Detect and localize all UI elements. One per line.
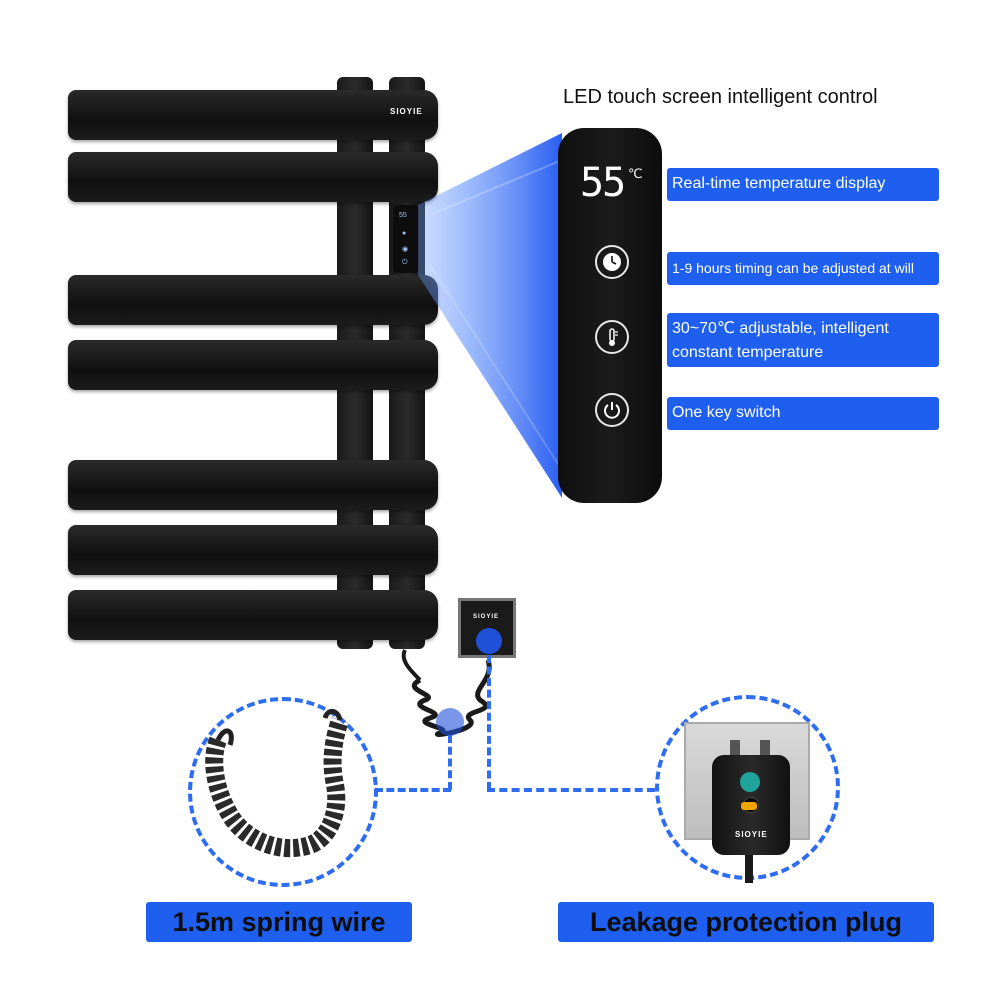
rail-control-strip xyxy=(393,205,419,273)
plug-test-button[interactable] xyxy=(740,772,760,792)
feature-timing: 1-9 hours timing can be adjusted at will xyxy=(667,252,939,285)
plug-reset-button[interactable] xyxy=(741,802,757,810)
socket-brand-logo: SIOYIE xyxy=(473,614,500,620)
panel-temperature: 55 xyxy=(580,160,626,206)
connector-line-wire xyxy=(448,735,452,790)
panel-temperature-unit: ℃ xyxy=(628,166,643,181)
thermometer-icon[interactable] xyxy=(595,320,629,354)
power-icon: ⏻ xyxy=(402,259,408,266)
control-headline: LED touch screen intelligent control xyxy=(563,86,878,108)
rail-mini-temp: 55 xyxy=(399,212,407,219)
rail-bar xyxy=(68,460,438,510)
spring-wire-image xyxy=(205,709,349,858)
leakage-plug-label: Leakage protection plug xyxy=(558,902,934,942)
plug-prong xyxy=(760,740,770,760)
rail-bar xyxy=(68,275,438,325)
spring-wire-label: 1.5m spring wire xyxy=(146,902,412,942)
plug-cable xyxy=(745,855,753,883)
connector-line-wire-h xyxy=(375,788,451,792)
connector-line-plug-h xyxy=(487,788,655,792)
plug-brand-logo: SIOYIE xyxy=(735,830,768,839)
rail-bar xyxy=(68,152,438,202)
rail-bar xyxy=(68,590,438,640)
plug-prong xyxy=(730,740,740,760)
rail-bar xyxy=(68,90,438,140)
towel-rail: SIOYIE 55 ● ◉ ⏻ xyxy=(0,0,460,660)
spring-wire-circle xyxy=(188,697,378,887)
power-icon[interactable] xyxy=(595,393,629,427)
feature-one-key-switch: One key switch xyxy=(667,397,939,430)
rail-bar xyxy=(68,525,438,575)
feature-constant-temperature: 30~70℃ adjustable, intelligent constant … xyxy=(667,313,939,367)
rail-bar xyxy=(68,340,438,390)
rail-brand-logo: SIOYIE xyxy=(390,107,423,116)
control-panel xyxy=(558,128,662,503)
socket-plug-highlight xyxy=(476,628,502,654)
connector-line-plug xyxy=(487,655,491,790)
feature-temperature-display: Real-time temperature display xyxy=(667,168,939,201)
thermometer-icon: ◉ xyxy=(402,246,409,253)
clock-icon: ● xyxy=(402,230,407,237)
clock-icon[interactable] xyxy=(595,245,629,279)
